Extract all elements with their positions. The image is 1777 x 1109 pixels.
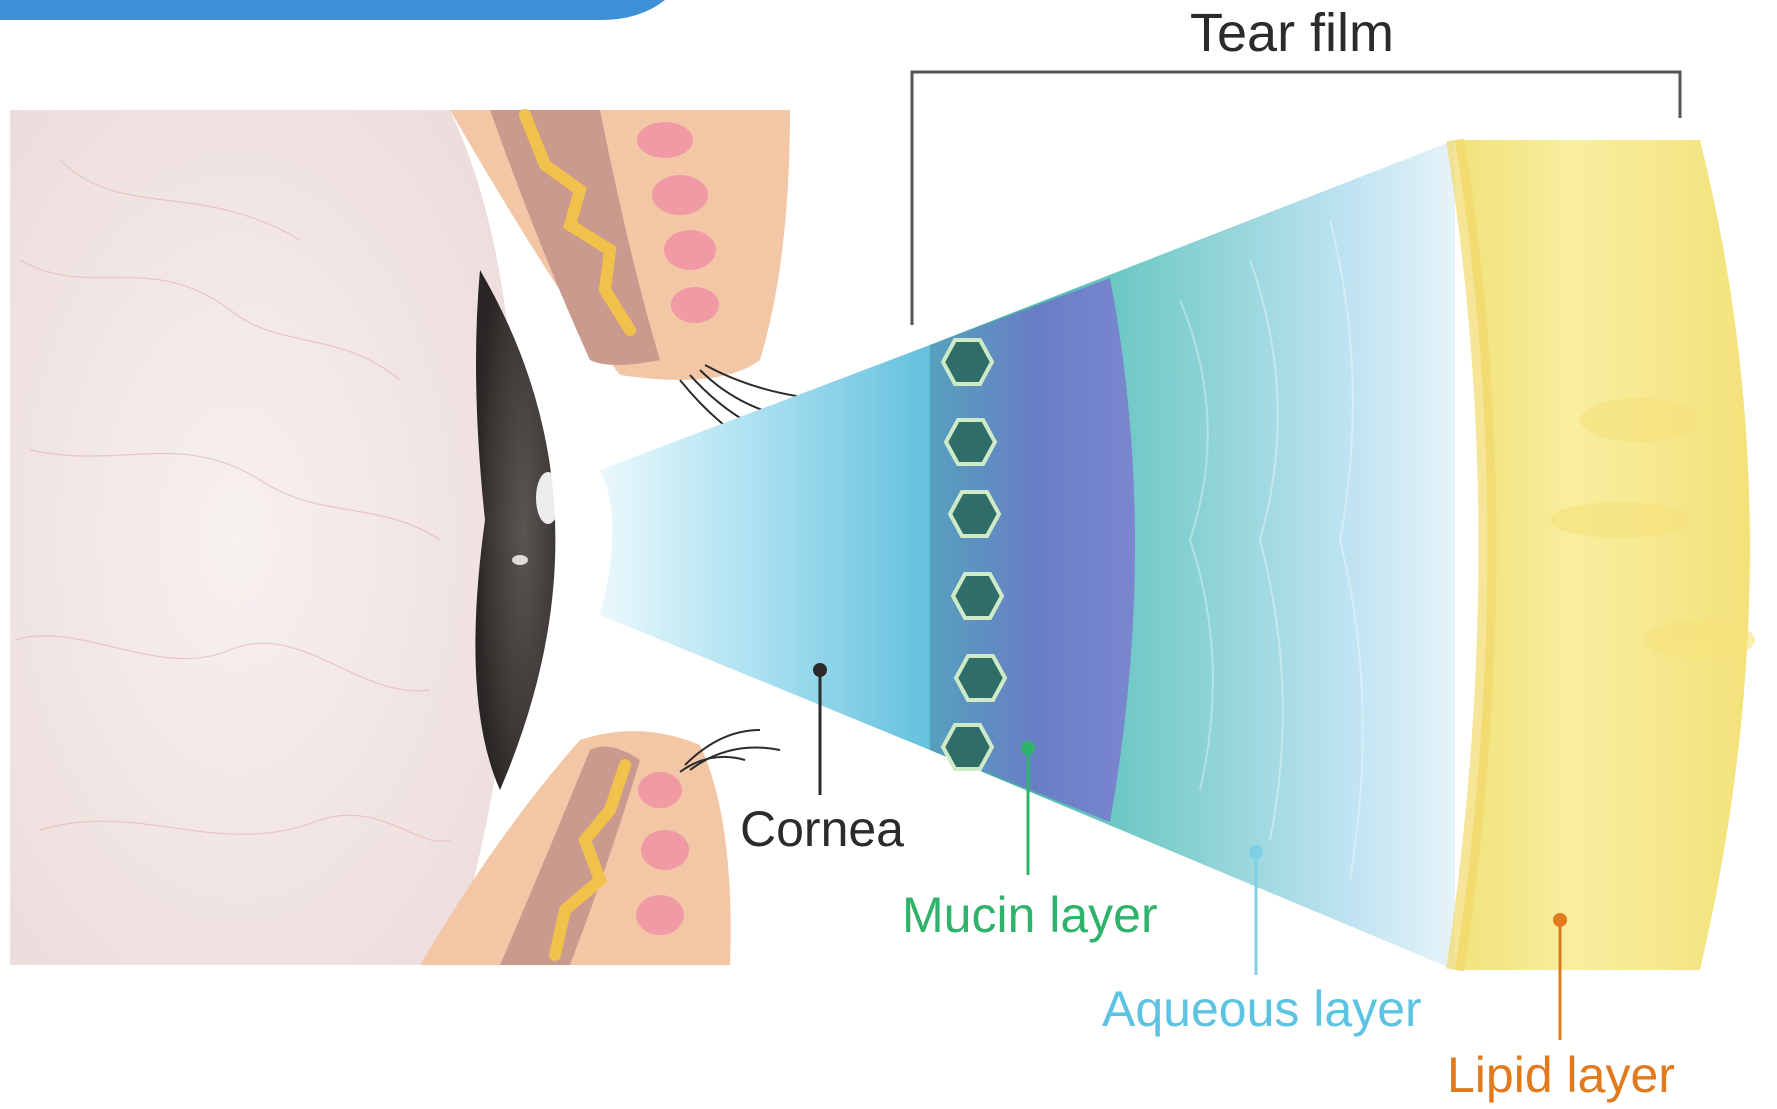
lipid-layer-label: Lipid layer [1447, 1050, 1675, 1100]
lipid-layer [1455, 140, 1750, 970]
iris [475, 270, 555, 790]
pupil-highlight-small [512, 555, 528, 565]
mucin-layer-label: Mucin layer [902, 890, 1158, 940]
pupil-highlight [536, 472, 560, 524]
aqueous-layer-label: Aqueous layer [1102, 984, 1422, 1034]
tear-film-label: Tear film [1190, 6, 1394, 60]
header-banner [0, 0, 665, 20]
sclera [10, 110, 515, 965]
cornea-label: Cornea [740, 804, 904, 854]
cornea-cone [600, 345, 930, 750]
